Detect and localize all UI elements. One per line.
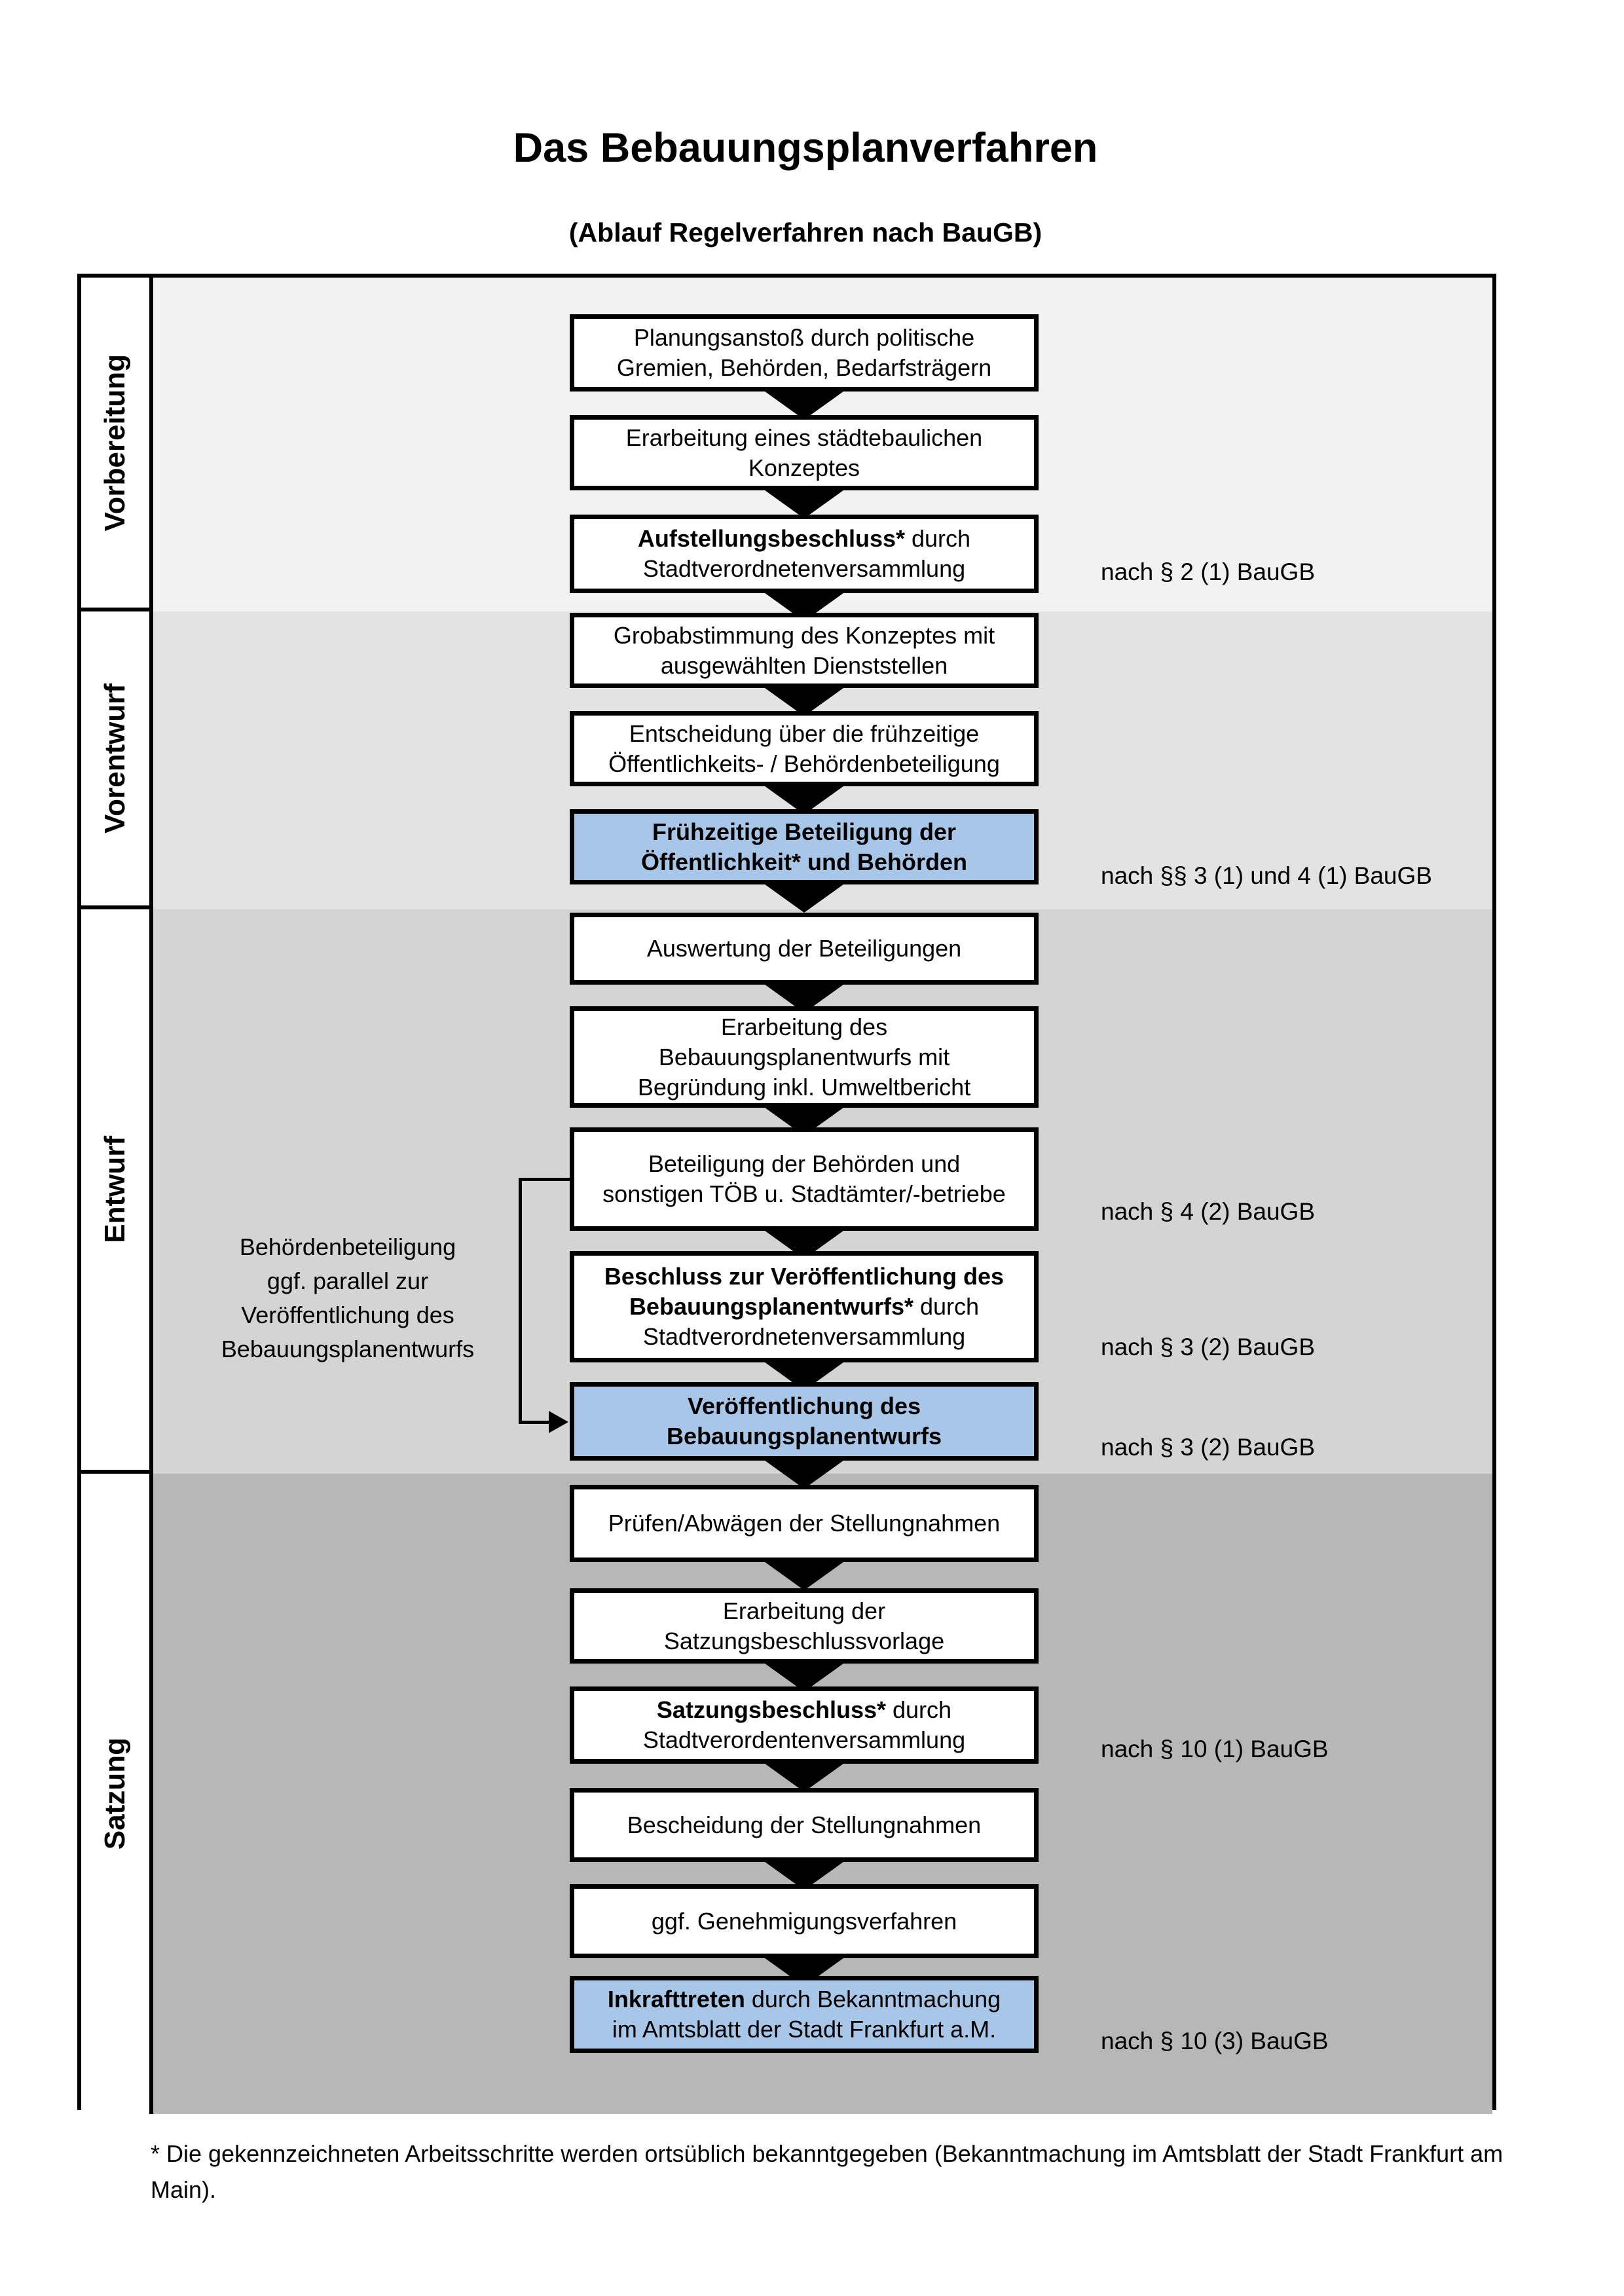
step-box: Beschluss zur Veröffentlichung des Bebau… <box>570 1251 1039 1362</box>
step-box: ggf. Genehmigungsverfahren <box>570 1884 1039 1958</box>
flow-arrow-down-icon <box>762 883 846 913</box>
legal-reference: nach § 10 (1) BauGB <box>1101 1736 1329 1762</box>
legal-reference: nach §§ 3 (1) und 4 (1) BauGB <box>1101 862 1432 889</box>
phase-cell-satzung: Satzung <box>81 1474 153 2114</box>
page-subtitle: (Ablauf Regelverfahren nach BauGB) <box>568 217 1043 247</box>
step-text: durch Stadtverordnetenversammlung <box>642 1293 980 1350</box>
legal-reference: nach § 4 (2) BauGB <box>1101 1198 1316 1225</box>
step-text: Erarbeitung eines städtebaulichen Konzep… <box>625 424 983 481</box>
parallel-connector-bottom-segment <box>519 1421 551 1424</box>
step-text: durch Stadtverordnetenversammlung <box>642 525 971 582</box>
step-box: Inkrafttreten durch Bekanntmachung im Am… <box>570 1976 1039 2053</box>
step-text-bold: Veröffentlichung des Bebauungsplanentwur… <box>666 1393 942 1449</box>
phase-cell-vorentwurf: Vorentwurf <box>81 611 153 909</box>
parallel-connector-arrow-right-icon <box>549 1411 568 1433</box>
step-box: Auswertung der Beteiligungen <box>570 913 1039 985</box>
step-text: Planungsanstoß durch politische Gremien,… <box>616 324 992 381</box>
flow-arrow-down-icon <box>762 1762 846 1792</box>
phase-label: Satzung <box>99 1738 131 1850</box>
parallel-connector-vertical-segment <box>519 1178 522 1424</box>
legal-reference: nach § 2 (1) BauGB <box>1101 558 1316 585</box>
step-text-bold: Frühzeitige Beteiligung der Öffentlichke… <box>640 818 968 875</box>
step-box: Erarbeitung der Satzungsbeschlussvorlage <box>570 1588 1039 1664</box>
flow-arrow-down-icon <box>762 488 846 519</box>
step-text: Beteiligung der Behörden und sonstigen T… <box>602 1150 1006 1207</box>
flow-arrow-down-icon <box>762 1459 846 1489</box>
step-text-bold: Aufstellungsbeschluss* <box>637 525 906 552</box>
step-box: Planungsanstoß durch politische Gremien,… <box>570 314 1039 392</box>
step-text-bold: Beschluss zur Veröffentlichung des Bebau… <box>604 1263 1005 1320</box>
legal-reference: nach § 10 (3) BauGB <box>1101 2028 1329 2054</box>
parallel-connector-top-segment <box>519 1178 570 1181</box>
parallel-procedure-annotation: Behördenbeteiligung ggf. parallel zur Ve… <box>221 1233 475 1362</box>
step-text: durch Bekanntmachung im Amtsblatt der St… <box>612 1986 1001 2043</box>
step-box: Erarbeitung eines städtebaulichen Konzep… <box>570 415 1039 490</box>
phase-label: Vorbereitung <box>99 354 131 532</box>
step-text: Entscheidung über die frühzeitige Öffent… <box>608 720 1000 777</box>
step-text-bold: Inkrafttreten <box>607 1986 745 2013</box>
step-text: Grobabstimmung des Konzeptes mit ausgewä… <box>613 621 995 679</box>
phase-cell-entwurf: Entwurf <box>81 909 153 1474</box>
step-box: Veröffentlichung des Bebauungsplanentwur… <box>570 1382 1039 1461</box>
step-text: Erarbeitung des Bebauungsplanentwurfs mi… <box>637 1013 971 1101</box>
step-box: Grobabstimmung des Konzeptes mit ausgewä… <box>570 613 1039 688</box>
step-text: Auswertung der Beteiligungen <box>646 935 962 962</box>
flow-arrow-down-icon <box>762 390 846 420</box>
flow-arrow-down-icon <box>762 1560 846 1590</box>
step-box: Erarbeitung des Bebauungsplanentwurfs mi… <box>570 1006 1039 1108</box>
step-box: Bescheidung der Stellungnahmen <box>570 1788 1039 1862</box>
step-text: Prüfen/Abwägen der Stellungnahmen <box>608 1510 1001 1537</box>
step-box: Frühzeitige Beteiligung der Öffentlichke… <box>570 809 1039 884</box>
phase-label: Entwurf <box>99 1136 131 1243</box>
page-title: Das Bebauungsplanverfahren <box>513 125 1098 171</box>
step-text: durch Stadtverordentenversammlung <box>642 1696 966 1753</box>
footnote: * Die gekennzeichneten Arbeitsschritte w… <box>151 2140 1504 2203</box>
step-text: Erarbeitung der Satzungsbeschlussvorlage <box>663 1597 945 1654</box>
phase-label: Vorentwurf <box>99 683 131 833</box>
legal-reference: nach § 3 (2) BauGB <box>1101 1434 1316 1461</box>
step-text-bold: Satzungsbeschluss* <box>656 1696 887 1723</box>
legal-reference: nach § 3 (2) BauGB <box>1101 1334 1316 1360</box>
phase-cell-vorbereitung: Vorbereitung <box>81 278 153 611</box>
step-box: Prüfen/Abwägen der Stellungnahmen <box>570 1485 1039 1562</box>
step-box: Beteiligung der Behörden und sonstigen T… <box>570 1127 1039 1231</box>
step-text: Bescheidung der Stellungnahmen <box>627 1811 982 1838</box>
step-box: Entscheidung über die frühzeitige Öffent… <box>570 711 1039 786</box>
step-text: ggf. Genehmigungsverfahren <box>651 1907 957 1935</box>
step-box: Aufstellungsbeschluss* durch Stadtverord… <box>570 515 1039 593</box>
step-box: Satzungsbeschluss* durch Stadtverordente… <box>570 1686 1039 1764</box>
